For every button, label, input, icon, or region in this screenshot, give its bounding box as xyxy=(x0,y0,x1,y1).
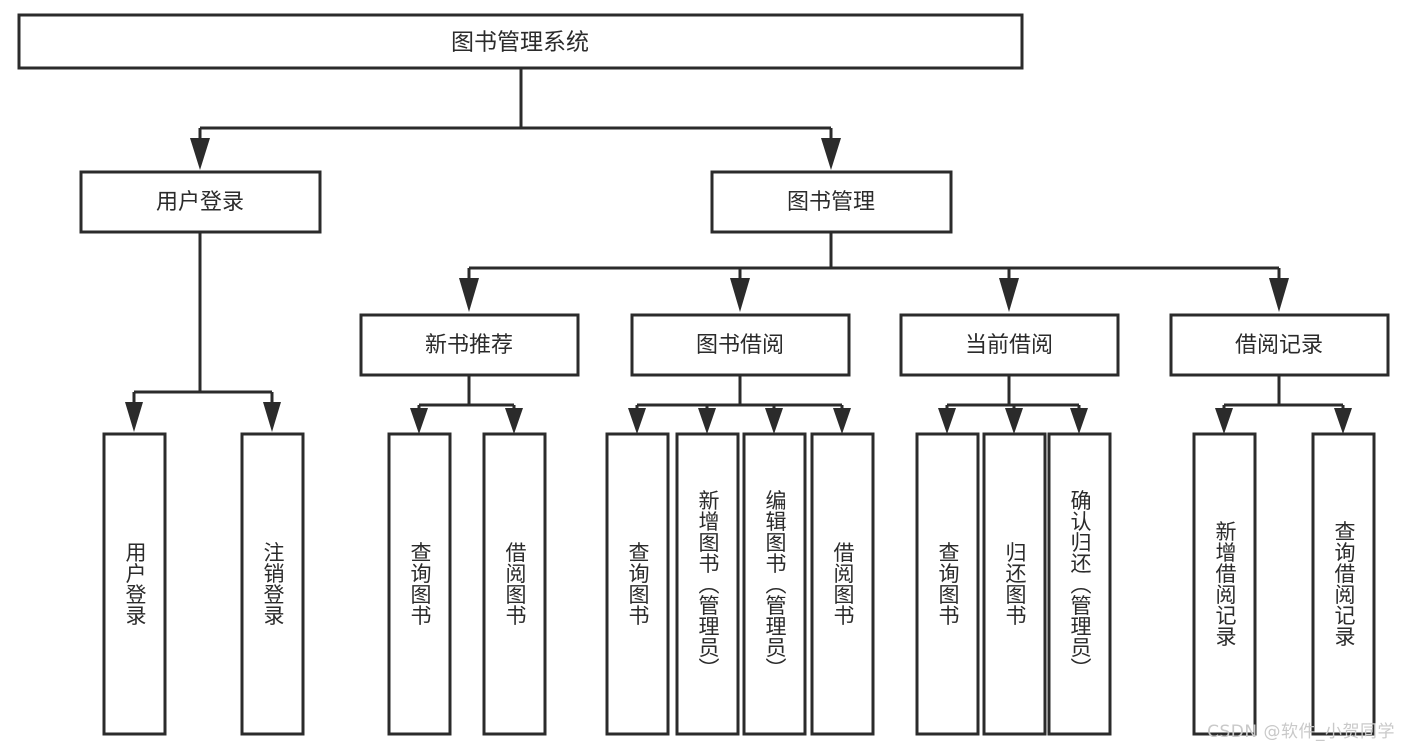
leaf-borrow-records-1-box[interactable] xyxy=(1311,432,1376,736)
arrow-to-current-borrow xyxy=(999,278,1019,312)
leaf-user-login-1[interactable]: 注销登录 xyxy=(240,432,305,736)
leaf-user-login-0-box[interactable] xyxy=(102,432,167,736)
leaf-current-borrow-1-label: 归还图书 xyxy=(1003,542,1027,626)
leaf-current-borrow-0-label: 查询图书 xyxy=(936,542,960,626)
leaf-book-borrow-2-box[interactable] xyxy=(742,432,807,736)
leaf-user-login-1-label: 注销登录 xyxy=(261,542,285,626)
arrow-to-book-borrow xyxy=(730,278,750,312)
node-book-borrow[interactable]: 图书借阅 xyxy=(630,313,851,377)
leaf-current-borrow-2-label: 确认归还（管理员） xyxy=(1068,490,1092,679)
leaf-user-login-0-label: 用户登录 xyxy=(123,542,147,626)
leaf-book-borrow-3-box[interactable] xyxy=(810,432,875,736)
arrow-to-leaf-nbr-0 xyxy=(410,408,428,434)
node-book-borrow-label: 图书借阅 xyxy=(696,333,784,358)
arrow-to-new-book-recommend xyxy=(459,278,479,312)
arrow-to-leaf-user-login-1 xyxy=(263,402,281,432)
arrow-to-leaf-br-1 xyxy=(1334,408,1352,434)
node-borrow-records-box[interactable] xyxy=(1169,313,1390,377)
leaf-user-login-1-box[interactable] xyxy=(240,432,305,736)
arrow-to-leaf-cb-2 xyxy=(1070,408,1088,434)
leaf-new-book-recommend-1[interactable]: 借阅图书 xyxy=(482,432,547,736)
node-book-manage[interactable]: 图书管理 xyxy=(710,170,953,234)
leaf-borrow-records-1[interactable]: 查询借阅记录 xyxy=(1311,432,1376,736)
leaf-current-borrow-1[interactable]: 归还图书 xyxy=(982,432,1047,736)
leaf-book-borrow-1-box[interactable] xyxy=(675,432,740,736)
leaf-borrow-records-0-label: 新增借阅记录 xyxy=(1213,521,1237,647)
arrow-to-borrow-records xyxy=(1269,278,1289,312)
node-book-borrow-box[interactable] xyxy=(630,313,851,377)
node-user-login-label: 用户登录 xyxy=(156,190,244,215)
leaf-new-book-recommend-0-box[interactable] xyxy=(387,432,452,736)
leaf-new-book-recommend-1-box[interactable] xyxy=(482,432,547,736)
node-current-borrow-label: 当前借阅 xyxy=(965,333,1053,358)
arrow-to-leaf-bb-0 xyxy=(628,408,646,434)
leaf-current-borrow-0-box[interactable] xyxy=(915,432,980,736)
arrow-to-leaf-cb-1 xyxy=(1005,408,1023,434)
arrow-to-user-login xyxy=(190,138,210,170)
leaf-current-borrow-0[interactable]: 查询图书 xyxy=(915,432,980,736)
leaf-borrow-records-0[interactable]: 新增借阅记录 xyxy=(1192,432,1257,736)
node-root[interactable]: 图书管理系统 xyxy=(17,13,1024,70)
node-current-borrow-box[interactable] xyxy=(899,313,1120,377)
leaf-book-borrow-0-box[interactable] xyxy=(605,432,670,736)
arrow-to-book-manage xyxy=(821,138,841,170)
node-root-box[interactable] xyxy=(17,13,1024,70)
arrow-to-leaf-bb-3 xyxy=(833,408,851,434)
node-current-borrow[interactable]: 当前借阅 xyxy=(899,313,1120,377)
arrow-to-leaf-user-login-0 xyxy=(125,402,143,432)
arrow-to-leaf-br-0 xyxy=(1215,408,1233,434)
leaf-book-borrow-0-label: 查询图书 xyxy=(626,542,650,626)
arrow-to-leaf-cb-0 xyxy=(938,408,956,434)
leaf-current-borrow-2-box[interactable] xyxy=(1047,432,1112,736)
leaf-book-borrow-1-label: 新增图书（管理员） xyxy=(696,490,720,679)
leaf-current-borrow-1-box[interactable] xyxy=(982,432,1047,736)
node-new-book-recommend-box[interactable] xyxy=(359,313,580,377)
leaf-book-borrow-0[interactable]: 查询图书 xyxy=(605,432,670,736)
leaf-book-borrow-3[interactable]: 借阅图书 xyxy=(810,432,875,736)
node-root-label: 图书管理系统 xyxy=(451,30,589,56)
node-new-book-recommend[interactable]: 新书推荐 xyxy=(359,313,580,377)
node-book-manage-label: 图书管理 xyxy=(787,190,875,215)
leaf-book-borrow-1[interactable]: 新增图书（管理员） xyxy=(675,432,740,736)
arrow-to-leaf-bb-2 xyxy=(765,408,783,434)
arrow-to-leaf-bb-1 xyxy=(698,408,716,434)
arrow-to-leaf-nbr-1 xyxy=(505,408,523,434)
node-user-login[interactable]: 用户登录 xyxy=(79,170,322,234)
node-borrow-records[interactable]: 借阅记录 xyxy=(1169,313,1390,377)
leaf-borrow-records-1-label: 查询借阅记录 xyxy=(1332,521,1356,647)
leaf-borrow-records-0-box[interactable] xyxy=(1192,432,1257,736)
leaf-new-book-recommend-0[interactable]: 查询图书 xyxy=(387,432,452,736)
leaf-book-borrow-2-label: 编辑图书（管理员） xyxy=(763,490,787,679)
node-book-manage-box[interactable] xyxy=(710,170,953,234)
leaf-book-borrow-2[interactable]: 编辑图书（管理员） xyxy=(742,432,807,736)
leaf-current-borrow-2[interactable]: 确认归还（管理员） xyxy=(1047,432,1112,736)
leaf-new-book-recommend-1-label: 借阅图书 xyxy=(503,542,527,626)
leaf-book-borrow-3-label: 借阅图书 xyxy=(831,542,855,626)
leaf-user-login-0[interactable]: 用户登录 xyxy=(102,432,167,736)
node-new-book-recommend-label: 新书推荐 xyxy=(425,333,513,358)
node-borrow-records-label: 借阅记录 xyxy=(1235,333,1323,358)
leaf-new-book-recommend-0-label: 查询图书 xyxy=(408,542,432,626)
